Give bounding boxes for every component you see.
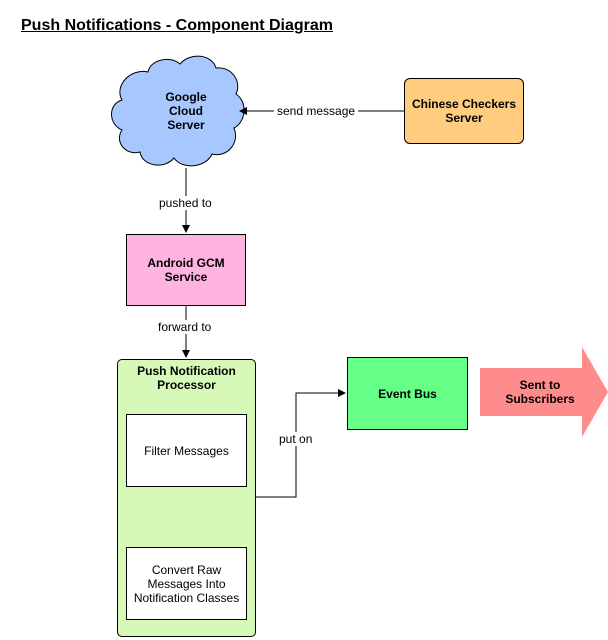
android-gcm-node: Android GCM Service	[126, 234, 246, 306]
google-cloud-label: Google Cloud Server	[165, 90, 207, 132]
forward-to-label: forward to	[155, 320, 215, 334]
checkers-server-node: Chinese Checkers Server	[404, 78, 524, 144]
convert-messages-label: Convert Raw Messages Into Notification C…	[133, 562, 240, 605]
pushed-to-label: pushed to	[156, 196, 215, 210]
convert-messages-node: Convert Raw Messages Into Notification C…	[126, 547, 247, 620]
event-bus-label: Event Bus	[378, 386, 437, 401]
processor-label: Push Notification Processor	[137, 364, 236, 392]
checkers-server-label: Chinese Checkers Server	[411, 97, 517, 125]
android-gcm-label: Android GCM Service	[147, 256, 225, 284]
diagram-title: Push Notifications - Component Diagram	[21, 17, 334, 34]
google-cloud-shape	[111, 55, 245, 167]
send-message-label: send message	[274, 104, 359, 118]
put-on-label: put on	[276, 432, 316, 446]
subscribers-label: Sent to Subscribers	[505, 378, 575, 406]
event-bus-node: Event Bus	[347, 357, 468, 430]
filter-messages-label: Filter Messages	[144, 443, 229, 458]
filter-messages-node: Filter Messages	[126, 414, 247, 487]
subscribers-arrow-shape	[480, 347, 608, 437]
